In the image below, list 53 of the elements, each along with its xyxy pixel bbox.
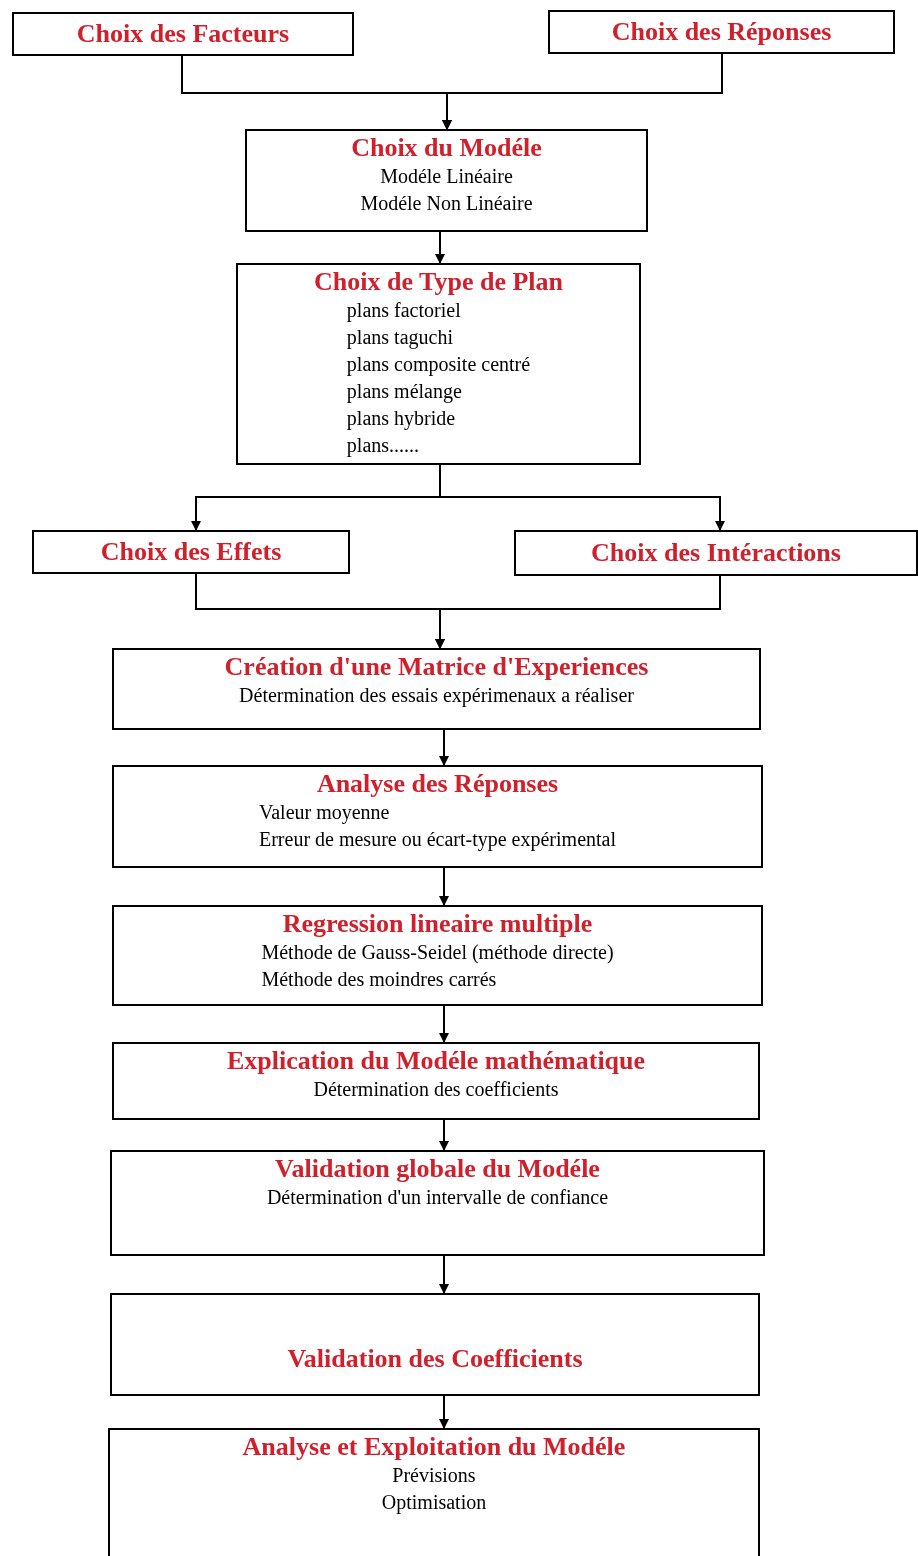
box-heading: Analyse et Exploitation du Modéle [242,1432,626,1462]
box-heading: Choix des Réponses [611,17,832,47]
process-box [548,10,895,54]
box-text: Modéle Non Linéaire [360,191,533,216]
box-text: plans...... [346,433,420,459]
arrow [435,231,445,264]
box-heading: Analyse des Réponses [316,769,559,799]
arrow [439,464,725,531]
box-heading: Choix des Intéractions [591,538,841,568]
box-heading: Choix des Effets [100,537,282,567]
process-box [112,648,761,730]
process-box [514,530,918,576]
box-text: Erreur de mesure ou écart-type expérimental [258,827,616,853]
box-heading: Explication du Modéle mathématique [226,1046,646,1076]
box-heading: Création d'une Matrice d'Experiences [224,652,649,682]
arrow [439,1119,449,1151]
box-text: Prévisions [392,1463,476,1488]
arrow [439,1255,449,1294]
box-text: Détermination d'un intervalle de confiance [266,1185,609,1210]
arrow [439,1005,449,1043]
box-text: plans hybride [346,406,456,432]
process-box [112,765,763,868]
box-heading: Choix du Modéle [351,133,542,163]
box-text: Optimisation [381,1490,487,1516]
box-text: plans composite centré [346,352,531,378]
process-box [236,263,641,465]
process-box [110,1293,760,1396]
arrow [442,53,723,130]
process-box [112,1042,760,1120]
process-box [12,12,354,56]
box-text: plans factoriel [346,298,461,324]
arrow [439,729,449,766]
box-text: plans mélange [346,379,462,405]
box-heading: Choix de Type de Plan [314,267,563,297]
process-box [112,905,763,1006]
arrow [439,1395,449,1429]
box-text: Détermination des essais expérimenaux a réaliser [239,683,634,709]
box-text: Valeur moyenne [258,800,390,826]
process-box [32,530,350,574]
box-heading: Validation des Coefficients [287,1343,583,1374]
process-box [245,129,648,232]
box-text: Modéle Linéaire [380,164,513,189]
box-text: Détermination des coefficients [313,1077,559,1102]
process-box [110,1150,765,1256]
box-heading: Choix des Facteurs [76,19,290,49]
box-text: Méthode de Gauss-Seidel (méthode directe) [261,940,614,966]
arrow [435,575,721,649]
box-text: plans taguchi [346,325,453,351]
process-box [108,1428,760,1556]
box-text: Méthode des moindres carrés [261,967,497,992]
arrow [439,867,449,906]
box-heading: Validation globale du Modéle [275,1154,600,1184]
box-heading: Regression lineaire multiple [282,909,593,939]
